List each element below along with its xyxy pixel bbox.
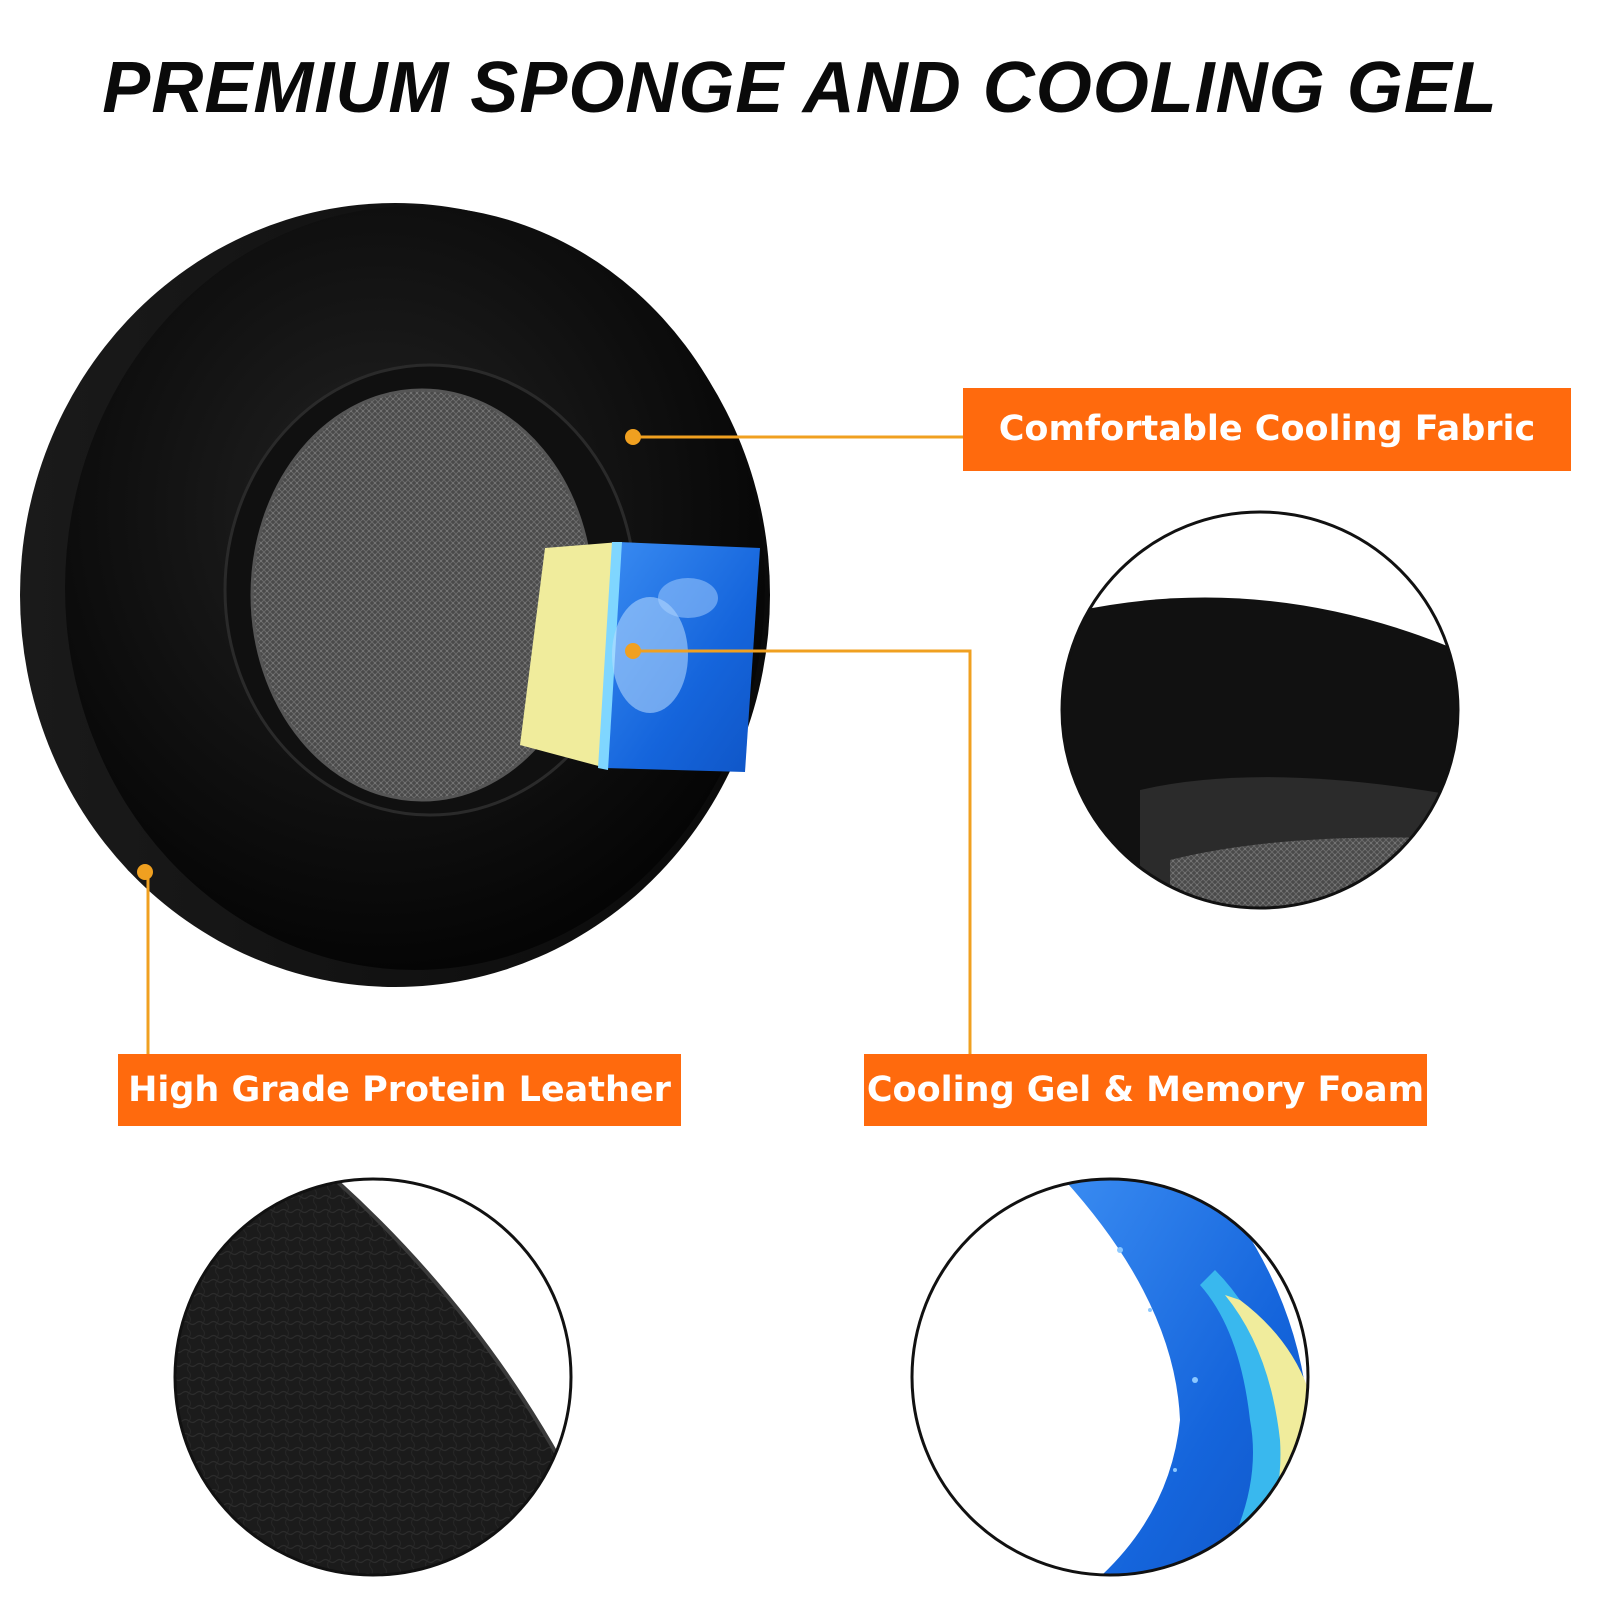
- callout-fabric-label: Comfortable Cooling Fabric: [963, 388, 1571, 471]
- page-title: PREMIUM SPONGE AND COOLING GEL: [102, 48, 1498, 128]
- fabric-closeup: [1060, 510, 1460, 910]
- connector-leather: [137, 864, 153, 1054]
- connector-gel: [625, 643, 972, 1054]
- gel-foam-closeup: [910, 1177, 1310, 1577]
- callout-gel-label: Cooling Gel & Memory Foam: [864, 1054, 1427, 1126]
- callout-leather-label: High Grade Protein Leather: [118, 1054, 681, 1126]
- connector-fabric: [625, 429, 963, 445]
- ear-cushion-illustration: [20, 203, 770, 987]
- leather-closeup: [173, 1177, 573, 1577]
